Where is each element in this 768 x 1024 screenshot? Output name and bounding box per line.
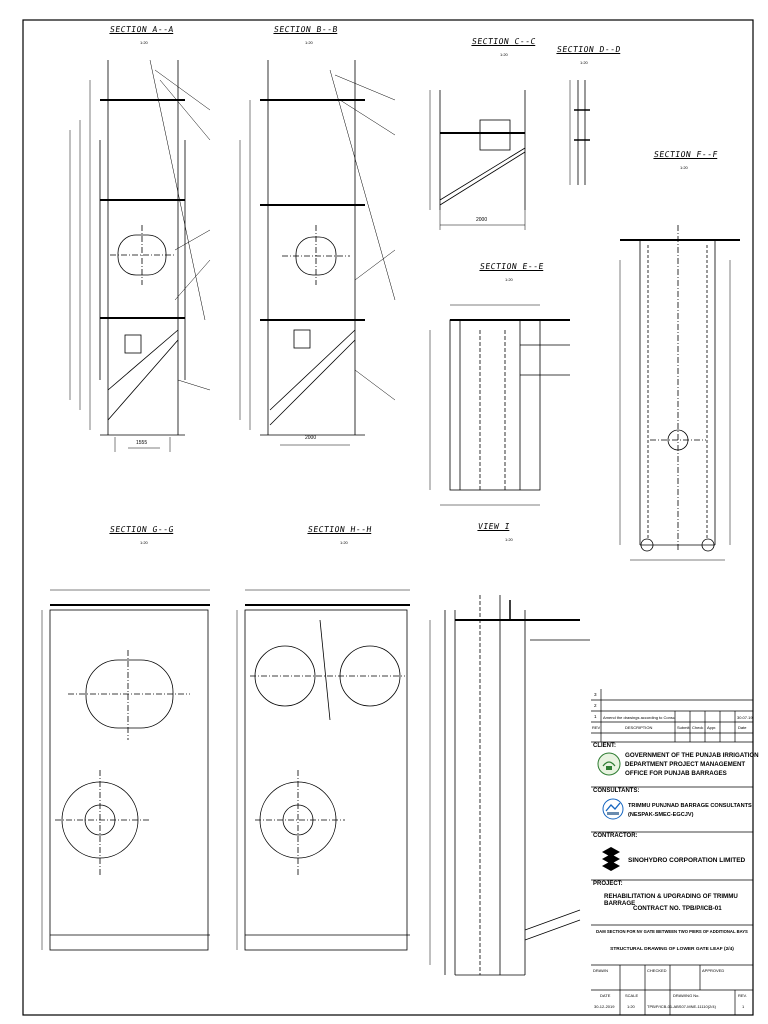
rev-header-desc: DESCRIPTION bbox=[625, 725, 653, 730]
rev-header-submit: Submit bbox=[677, 725, 690, 730]
drawn-label: DRAWN bbox=[593, 968, 608, 973]
section-f-scale: 1:20 bbox=[680, 165, 688, 170]
project-line-1: REHABILITATION & UPGRADING OF TRIMMU BAR… bbox=[604, 893, 738, 907]
section-e-scale: 1:20 bbox=[505, 277, 513, 282]
dim-b-bottom: 2000 bbox=[305, 435, 317, 441]
drawing-no-label: DRAWING No. bbox=[673, 993, 700, 998]
section-c-title: SECTION C--C bbox=[471, 37, 537, 46]
section-e-title: SECTION E--E bbox=[479, 262, 545, 271]
sinohydro-logo-icon bbox=[600, 846, 622, 872]
section-b-title: SECTION B--B bbox=[273, 25, 339, 34]
date-label: DATE bbox=[600, 993, 611, 998]
rev-header-check: Check bbox=[692, 725, 704, 730]
view-i-scale: 1:20 bbox=[505, 537, 513, 542]
nespak-logo-icon bbox=[602, 798, 624, 820]
checked-label: CHECKED bbox=[647, 968, 667, 973]
drawing-title-line-2: STRUCTURAL DRAWING OF LOWER GATE LEAF (2… bbox=[610, 947, 734, 952]
section-h-title: SECTION H--H bbox=[307, 525, 373, 534]
drawing-no-value: TPB/P/ICB-01-ABS07-MNE-11110(2/4) bbox=[647, 1004, 716, 1009]
section-g-title: SECTION G--G bbox=[109, 525, 175, 534]
approved-label: APPROVED bbox=[702, 968, 725, 973]
section-c-scale: 1:20 bbox=[500, 52, 508, 57]
punjab-seal-icon bbox=[597, 752, 621, 776]
rev-1-date: 30.07.19 bbox=[737, 715, 753, 720]
section-a-scale: 1:20 bbox=[140, 40, 148, 45]
project-line-2: CONTRACT NO. TPB/P/ICB-01 bbox=[633, 905, 722, 912]
client-line-3: OFFICE FOR PUNJAB BARRAGES bbox=[625, 770, 727, 777]
scale-value: 1:20 bbox=[627, 1004, 635, 1009]
consultants-label: CONSULTANTS: bbox=[593, 788, 640, 794]
contractor-label: CONTRACTOR: bbox=[593, 833, 638, 839]
section-d-title: SECTION D--D bbox=[556, 45, 622, 54]
section-f-title: SECTION F--F bbox=[653, 150, 719, 159]
project-label: PROJECT: bbox=[593, 881, 623, 887]
client-line-1: GOVERNMENT OF THE PUNJAB IRRIGATION bbox=[625, 752, 759, 759]
rev-1-desc: Amend the drawings according to Consulta… bbox=[603, 715, 675, 720]
rev-value: 1 bbox=[742, 1004, 745, 1009]
consultant-line-2: (NESPAK-SMEC-EGCJV) bbox=[628, 812, 694, 818]
consultant-line-1: TRIMMU PUNJNAD BARRAGE CONSULTANTS bbox=[628, 803, 752, 809]
rev-2-no: 2 bbox=[594, 703, 597, 708]
section-a-title: SECTION A--A bbox=[109, 25, 175, 34]
section-g-scale: 1:20 bbox=[140, 540, 148, 545]
rev-header-appr: Appr. bbox=[707, 725, 717, 730]
dim-c-bottom: 2000 bbox=[476, 217, 488, 223]
rev-3-no: 3 bbox=[594, 692, 597, 697]
contractor-name: SINOHYDRO CORPORATION LIMITED bbox=[628, 857, 746, 864]
drawing-title-line-1: DAM SECTION FOR NV GATE BETWEEN TWO PIER… bbox=[596, 929, 748, 934]
view-i-title: VIEW I bbox=[477, 522, 511, 531]
rev-1-no: 1 bbox=[594, 714, 597, 719]
dim-a-bottom: 1555 bbox=[136, 440, 148, 446]
section-d-scale: 1:20 bbox=[580, 60, 588, 65]
rev-label: REV. bbox=[738, 993, 747, 998]
rev-header-date: Date bbox=[738, 725, 747, 730]
scale-label: SCALE bbox=[625, 993, 639, 998]
section-b-scale: 1:20 bbox=[305, 40, 313, 45]
client-label: CLIENT: bbox=[593, 743, 616, 749]
client-line-2: DEPARTMENT PROJECT MANAGEMENT bbox=[625, 761, 746, 768]
date-value: 30-12-2019 bbox=[594, 1004, 615, 1009]
rev-header-rev: REV bbox=[592, 725, 601, 730]
section-h-scale: 1:20 bbox=[340, 540, 348, 545]
